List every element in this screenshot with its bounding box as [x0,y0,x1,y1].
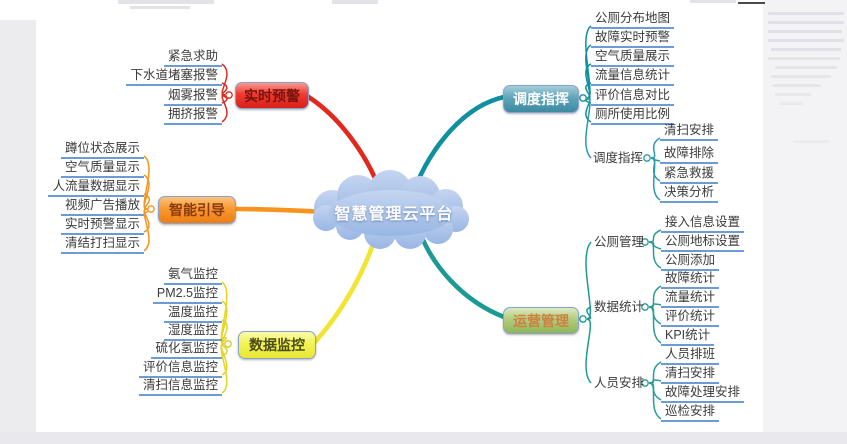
leaf-node[interactable]: 巡检安排 [661,403,720,422]
collapse-handle[interactable] [147,205,155,213]
leaf-node[interactable]: 公厕添加 [661,252,720,271]
leaf-node[interactable]: 清扫信息监控 [138,377,222,396]
subtopic-personnel-scheduling[interactable]: 人员安排 [594,376,645,390]
leaf-node[interactable]: 评价统计 [661,308,720,327]
decor [118,0,214,4]
leaf-node[interactable]: 评价信息监控 [138,359,222,378]
leaf-node[interactable]: KPI统计 [661,327,715,346]
subtopic-toilet-management[interactable]: 公厕管理 [594,235,645,249]
leaf-node[interactable]: 流量统计 [661,289,720,308]
leaf-node[interactable]: 流量信息统计 [591,67,675,86]
leaf-node[interactable]: 接入信息设置 [661,214,745,233]
central-topic-cloud[interactable] [313,170,469,249]
collapse-handle[interactable] [641,379,649,387]
collapse-handles [147,91,651,387]
leaf-node[interactable]: 清扫安排 [660,122,719,141]
topic-realtime-warning[interactable]: 实时预警 [235,82,309,109]
leaf-node[interactable]: 公厕地标设置 [661,233,745,252]
leaf-node[interactable]: 故障排除 [660,145,719,164]
central-topic-title[interactable]: 智慧管理云平台 [334,206,454,223]
leaf-node[interactable]: 清结打扫显示 [60,235,144,254]
leaf-node[interactable]: 决策分析 [660,184,719,203]
collapse-handle[interactable] [641,238,649,246]
collapse-handle[interactable] [579,315,587,323]
leaf-node[interactable]: 湿度监控 [163,322,222,341]
collapse-handle[interactable] [224,340,232,348]
leaf-node[interactable]: 拥挤报警 [163,106,222,125]
left-gutter [0,20,36,444]
decor [738,2,765,4]
leaf-node[interactable]: 故障处理安排 [661,384,745,403]
topic-smart-guidance[interactable]: 智能引导 [158,196,236,224]
right-gutter [763,0,847,444]
collapse-handle[interactable] [225,91,233,99]
leaf-node[interactable]: 实时预警显示 [60,216,144,235]
leaf-node[interactable]: 蹲位状态展示 [60,140,144,159]
topic-operations-management[interactable]: 运营管理 [503,307,579,334]
leaf-node[interactable]: PM2.5监控 [152,285,222,304]
leaf-node[interactable]: 公厕分布地图 [591,10,675,29]
collapse-handle[interactable] [579,94,587,102]
leaf-node[interactable]: 紧急救援 [660,165,719,184]
leaf-node[interactable]: 空气质量展示 [591,48,675,67]
subtopic-dispatch-command[interactable]: 调度指挥 [593,151,644,165]
sub-branch-curves [143,25,662,420]
decor [690,0,736,3]
topic-data-monitoring[interactable]: 数据监控 [238,331,316,359]
leaf-node[interactable]: 空气质量显示 [60,159,144,178]
leaf-node[interactable]: 清扫安排 [661,365,720,384]
decor [332,0,378,4]
leaf-node[interactable]: 温度监控 [163,304,222,323]
leaf-node[interactable]: 紧急求助 [163,48,222,67]
leaf-node[interactable]: 故障实时预警 [591,29,675,48]
leaf-node[interactable]: 硫化氢监控 [151,340,222,359]
leaf-node[interactable]: 氨气监控 [163,266,222,285]
leaf-node[interactable]: 故障统计 [661,270,720,289]
topic-dispatch-command[interactable]: 调度指挥 [503,85,579,113]
leaf-node[interactable]: 视频广告播放 [60,197,144,216]
leaf-node[interactable]: 烟雾报警 [163,87,222,106]
leaf-node[interactable]: 厕所使用比例 [591,106,675,125]
leaf-node[interactable]: 下水道堵塞报警 [126,67,222,86]
bottom-gutter [0,432,847,444]
collapse-handle[interactable] [641,303,649,311]
leaf-node[interactable]: 人员排班 [661,346,720,365]
subtopic-data-statistics[interactable]: 数据统计 [594,300,645,314]
leaf-node[interactable]: 评价信息对比 [591,87,675,106]
collapse-handle[interactable] [643,154,651,162]
leaf-node[interactable]: 人流量数据显示 [48,178,144,197]
decor [130,6,190,9]
